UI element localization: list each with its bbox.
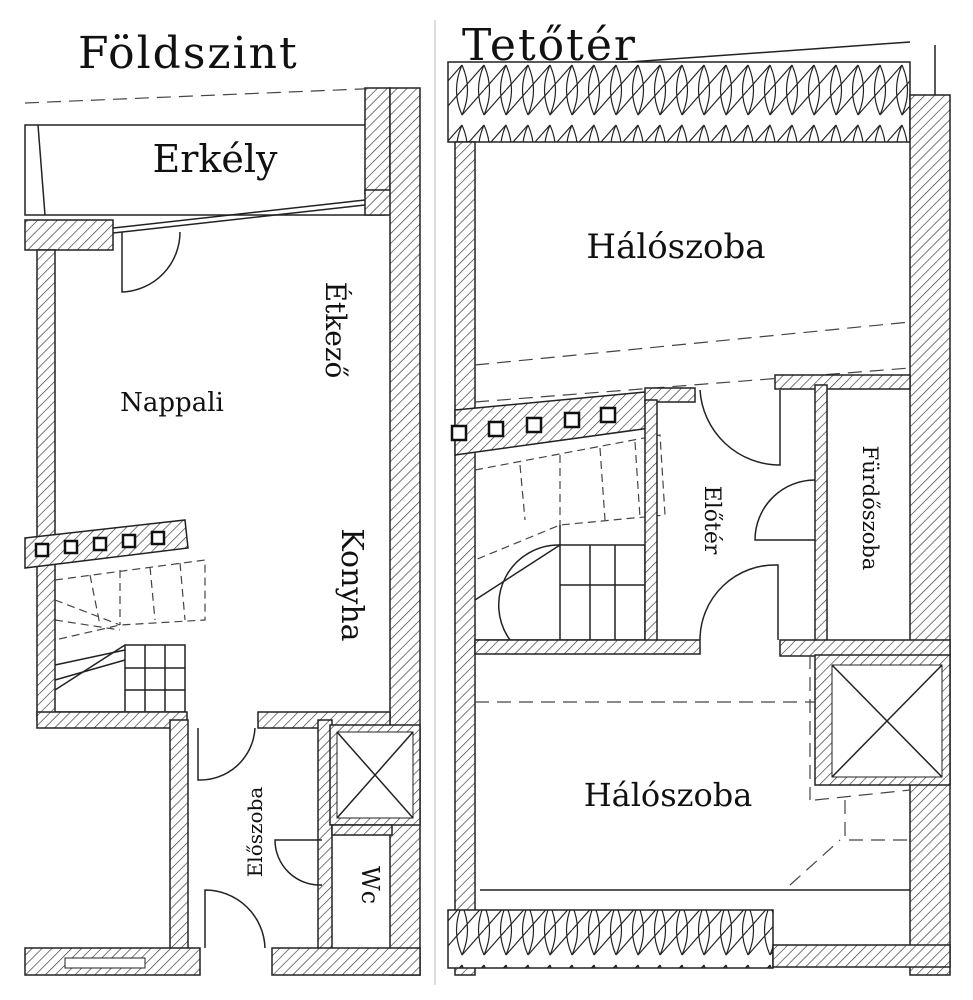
staircase [54, 559, 206, 641]
room-label-dining: Étkező [319, 282, 352, 379]
window [64, 957, 146, 969]
staircase-lower [54, 644, 186, 713]
room-label-balcony: Erkély [152, 137, 278, 181]
attic-plan: Tetőtér [447, 20, 951, 976]
door-swing [699, 564, 779, 641]
wall [24, 219, 114, 251]
room-label-hall: Előszoba [243, 787, 267, 878]
wall [779, 639, 951, 657]
stair-vents [450, 406, 617, 442]
outer-wall-bottom [772, 944, 951, 968]
wc-door-swing [274, 839, 323, 886]
room-label-wc: Wc [356, 866, 384, 904]
wall [644, 399, 658, 651]
roof-slope-line [474, 367, 911, 403]
wall [364, 87, 391, 194]
wall [36, 711, 188, 729]
room-label-living: Nappali [120, 388, 224, 418]
door-swing [197, 727, 256, 781]
room-label-kitchen: Konyha [334, 528, 369, 641]
balcony-edge [37, 124, 46, 216]
wall [774, 374, 911, 390]
stair-vents [34, 530, 166, 558]
ground-floor-title: Földszint [78, 28, 299, 79]
roof-insulation [447, 61, 911, 143]
balcony-door-frame [112, 204, 366, 234]
ground-floor-plan: Földszint [24, 28, 421, 976]
outer-wall-bottom [271, 947, 421, 976]
floor-insulation [447, 909, 774, 969]
door-swing [699, 389, 781, 466]
bathroom-door-swing [754, 479, 816, 541]
roof-slope-line [789, 789, 911, 886]
wall [474, 639, 701, 655]
room-label-bedroom-bottom: Hálószoba [584, 776, 753, 814]
staircase [474, 434, 666, 561]
wall [331, 824, 393, 836]
outer-wall-left [36, 249, 56, 721]
outer-wall-left [454, 141, 476, 976]
shaft-cross [831, 664, 943, 778]
door-swing [121, 231, 181, 293]
wall [644, 387, 696, 403]
room-label-bedroom-top: Hálószoba [586, 227, 765, 267]
room-label-landing: Előtér [699, 486, 724, 555]
outer-wall-right [389, 87, 421, 976]
shaft-cross [336, 731, 414, 819]
wall [169, 719, 189, 951]
roof-slope-line [474, 321, 911, 366]
wall [814, 384, 828, 646]
entrance-door [204, 889, 266, 949]
balcony-door-frame [112, 199, 366, 229]
staircase-lower [474, 525, 646, 641]
roof-line [24, 87, 386, 104]
outer-wall-right [909, 94, 951, 976]
room-label-bathroom: Fürdőszoba [858, 446, 882, 571]
